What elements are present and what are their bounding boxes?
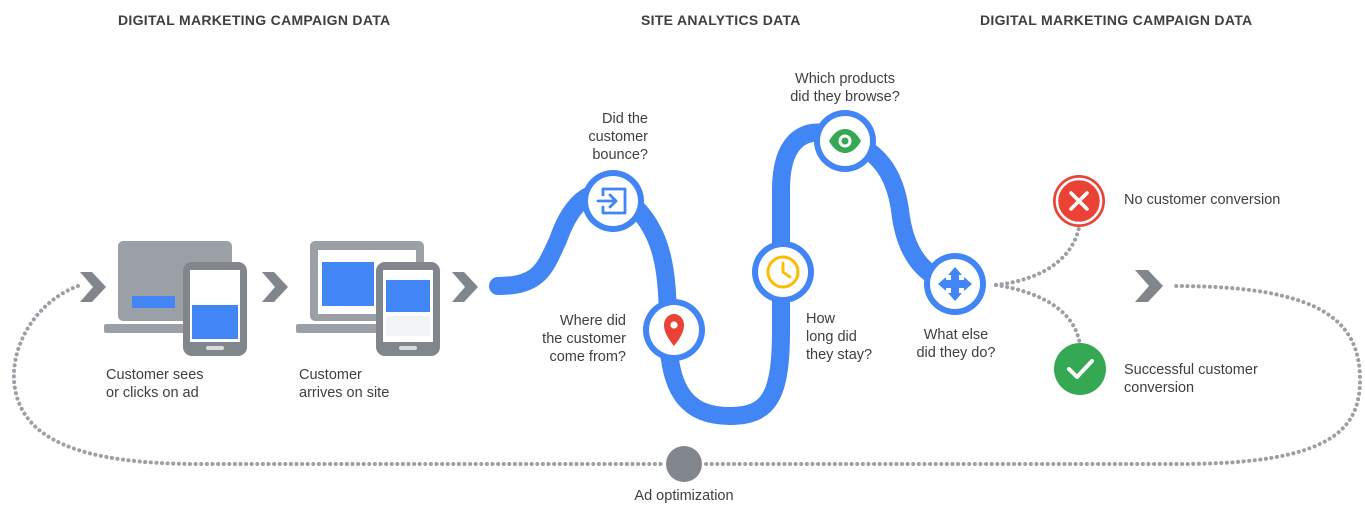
label-else: What else did they do? [916,327,996,361]
header-center: SITE ANALYTICS DATA [641,12,801,28]
label-ad-optimization: Ad optimization [634,488,734,504]
label-no-conversion: No customer conversion [1124,192,1281,208]
stay-node [752,241,814,303]
no-conversion-node [1053,175,1105,227]
optimization-loop [11,220,1363,466]
location-pin-icon [664,314,684,346]
chevron-right-icon [262,272,288,302]
phone-ad [192,305,238,339]
phone-button [399,346,417,350]
site-hero [322,262,374,306]
move-arrows-icon [938,267,972,301]
loop-path-fail [994,220,1082,287]
chevron-arrows [80,270,1163,302]
device-site-illustration [296,241,440,356]
label-stay: How long did they stay? [806,311,873,363]
label-arrives: Customer arrives on site [299,367,390,401]
label-browse: Which products did they browse? [790,71,900,105]
ad-optimization-node [666,446,702,482]
came-from-node [643,299,705,361]
clock-icon [766,255,800,289]
header-right: DIGITAL MARKETING CAMPAIGN DATA [980,12,1253,28]
label-success: Successful customer conversion [1124,362,1258,396]
success-node [1054,343,1106,395]
exit-arrow-icon [596,187,627,215]
check-icon [1067,359,1094,379]
eye-icon [829,129,861,153]
chevron-right-icon [1135,270,1163,302]
phone-button [206,346,224,350]
journey-path [489,123,964,426]
chevron-right-icon [452,272,478,302]
label-bounce: Did the customer bounce? [588,111,648,163]
header-left: DIGITAL MARKETING CAMPAIGN DATA [118,12,391,28]
label-sees-ad: Customer sees or clicks on ad [106,367,204,401]
phone-site-block [386,316,430,336]
loop-path-success [994,283,1082,347]
device-ad-illustration [104,241,247,356]
else-node [924,253,986,315]
pin-hole [670,321,678,329]
loop-path-left [11,284,664,466]
chevron-right-icon [80,272,106,302]
bounce-node [582,170,644,232]
x-icon [1069,191,1089,211]
browse-node [814,110,876,172]
label-came-from: Where did the customer come from? [542,313,626,365]
loop-path-right [704,284,1363,466]
phone-site-hero [386,280,430,312]
ad-banner [132,296,175,308]
